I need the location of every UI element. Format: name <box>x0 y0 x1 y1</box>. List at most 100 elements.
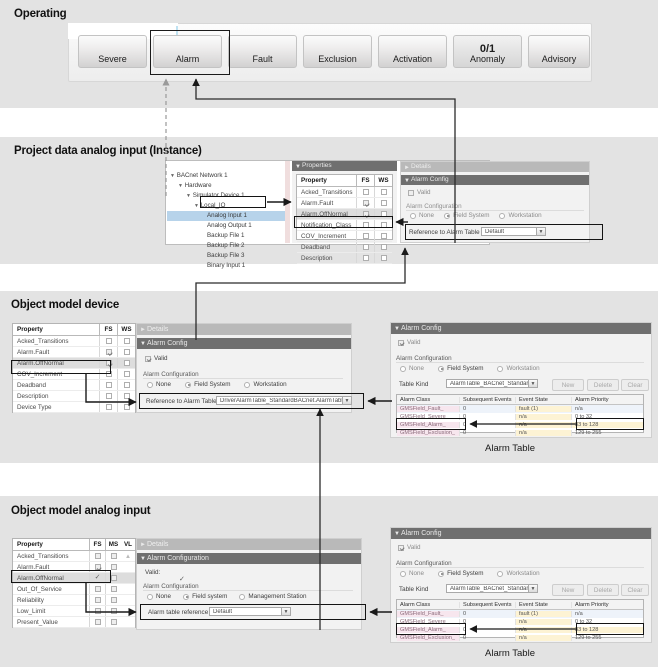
ms-checkbox[interactable] <box>105 595 121 605</box>
table-row-alarm-offnormal[interactable]: Alarm.OffNormal✓ <box>13 573 135 584</box>
ws-checkbox[interactable] <box>117 347 135 357</box>
chevron-down-icon[interactable]: ▼ <box>342 397 351 404</box>
radio-none[interactable]: None <box>147 593 171 600</box>
table-row-highlighted[interactable]: GMSField_Alarm_ 0 n/a 33 to 128 <box>397 421 643 429</box>
table-row[interactable]: Device Type <box>13 402 135 413</box>
operating-button-fault[interactable]: Fault <box>228 35 297 68</box>
device-alarmconfig-header[interactable]: ▼ Alarm Config <box>137 338 351 349</box>
expander-icon[interactable]: ▼ <box>170 173 175 179</box>
ms-checkbox[interactable] <box>105 551 121 561</box>
valid-checkbox[interactable] <box>398 339 404 346</box>
operating-button-exclusion[interactable]: Exclusion <box>303 35 372 68</box>
table-row[interactable]: Reliability <box>13 595 135 606</box>
device-table-options[interactable]: None Field System Workstation <box>400 365 540 372</box>
table-row[interactable]: COV_Increment <box>297 231 392 242</box>
chevron-down-icon[interactable]: ▼ <box>536 228 545 235</box>
analog-details-header[interactable]: ► Details <box>137 539 361 550</box>
fs-checkbox[interactable]: ✓ <box>89 573 105 583</box>
fs-checkbox[interactable] <box>89 606 105 616</box>
analog-properties-table[interactable]: Property FS MS VL Acked_Transitions▲ Ala… <box>12 538 136 628</box>
ws-checkbox[interactable] <box>374 242 392 252</box>
table-row[interactable]: GMSField_Severe_ 0 n/a 0 to 32 <box>397 413 643 421</box>
fs-checkbox[interactable] <box>356 242 374 252</box>
radio-field-system[interactable]: Field System <box>438 365 483 372</box>
device-table-kind-combo[interactable]: AlarmTable_BACnet_Standard ▼ <box>446 379 538 388</box>
analog-alarmconfig-header[interactable]: ▼ Alarm Configuration <box>137 553 361 564</box>
collapse-icon[interactable]: ▼ <box>295 163 301 170</box>
ms-checkbox[interactable] <box>105 573 121 583</box>
device-new-button[interactable]: New <box>552 379 584 391</box>
table-row[interactable]: Alarm.Fault <box>13 347 135 358</box>
ws-checkbox[interactable] <box>374 187 392 197</box>
instance-valid-row[interactable]: Valid <box>408 189 431 196</box>
collapse-icon[interactable]: ▼ <box>140 340 146 347</box>
expander-icon[interactable]: ▼ <box>178 183 183 189</box>
radio-field-system[interactable]: Field System <box>444 212 489 219</box>
fs-checkbox[interactable] <box>89 551 105 561</box>
table-row[interactable]: GMSField_Fault_ 0 fault (1) n/a <box>397 610 643 618</box>
device-reference-combo[interactable]: DriverAlarmTable_StandardBACnet.AlarmTab… <box>216 396 352 405</box>
tree-node-hardware[interactable]: ▼ Hardware <box>167 181 285 191</box>
radio-none[interactable]: None <box>400 570 424 577</box>
valid-checkbox[interactable] <box>398 544 404 551</box>
expander-icon[interactable]: ► <box>140 326 146 333</box>
analog-new-button[interactable]: New <box>552 584 584 596</box>
operating-button-severe[interactable]: Severe <box>78 35 147 68</box>
valid-checkbox[interactable] <box>408 189 414 196</box>
operating-button-anomaly[interactable]: 0/1 Anomaly <box>453 35 522 68</box>
tree-node-backup-file-3[interactable]: Backup File 3 <box>167 251 285 261</box>
ws-checkbox[interactable] <box>374 198 392 208</box>
table-row[interactable]: Alarm.Fault <box>13 562 135 573</box>
ms-checkbox[interactable] <box>105 606 121 616</box>
analog-table-options[interactable]: None Field System Workstation <box>400 570 540 577</box>
device-table-valid-row[interactable]: Valid <box>398 339 421 346</box>
fs-checkbox[interactable] <box>99 347 117 357</box>
radio-field-system[interactable]: Field System <box>438 570 483 577</box>
table-row[interactable]: GMSField_Fault_ 0 fault (1) n/a <box>397 405 643 413</box>
fs-checkbox[interactable] <box>99 402 117 412</box>
table-row[interactable]: GMSField_Severe_ 0 n/a 0 to 32 <box>397 618 643 626</box>
fs-checkbox[interactable] <box>99 391 117 401</box>
table-row[interactable]: Present_Value <box>13 617 135 628</box>
expander-icon[interactable]: ▼ <box>186 193 191 199</box>
ws-checkbox[interactable] <box>374 253 392 263</box>
fs-checkbox[interactable] <box>99 380 117 390</box>
table-row[interactable]: Description <box>297 253 392 264</box>
fs-checkbox[interactable] <box>99 336 117 346</box>
instance-reference-combo[interactable]: Default ▼ <box>481 227 546 236</box>
valid-checkbox[interactable] <box>145 355 151 362</box>
ws-checkbox[interactable] <box>374 231 392 241</box>
radio-field-system[interactable]: Field system <box>183 593 227 600</box>
radio-none[interactable]: None <box>147 381 171 388</box>
chevron-down-icon[interactable]: ▼ <box>528 585 537 592</box>
tree-node-backup-file-2[interactable]: Backup File 2 <box>167 241 285 251</box>
analog-reference-combo[interactable]: Default ▼ <box>209 607 291 616</box>
collapse-icon[interactable]: ▼ <box>394 530 400 537</box>
fs-checkbox[interactable] <box>356 253 374 263</box>
fs-checkbox[interactable] <box>356 198 374 208</box>
table-row[interactable]: GMSField_Exclusion_ 0 n/a 129 to 255 <box>397 634 643 642</box>
ws-checkbox[interactable] <box>117 380 135 390</box>
device-delete-button[interactable]: Delete <box>587 379 619 391</box>
collapse-icon[interactable]: ▼ <box>394 325 400 332</box>
table-row[interactable]: Acked_Transitions <box>297 187 392 198</box>
table-row[interactable]: Acked_Transitions <box>13 336 135 347</box>
table-row[interactable]: GMSField_Exclusion_ 0 n/a 129 to 255 <box>397 429 643 437</box>
ws-checkbox[interactable] <box>117 402 135 412</box>
ws-checkbox[interactable] <box>117 336 135 346</box>
radio-workstation[interactable]: Workstation <box>497 570 540 577</box>
analog-valid-checkbox[interactable]: ✓ <box>179 576 185 583</box>
analog-alarm-config-options[interactable]: None Field system Management Station <box>147 593 307 600</box>
analog-table-kind-combo[interactable]: AlarmTable_BACnet_Standard ▼ <box>446 584 538 593</box>
device-alarm-table-grid[interactable]: Alarm Class Subsequent Events Event Stat… <box>396 394 644 436</box>
radio-workstation[interactable]: Workstation <box>497 365 540 372</box>
analog-delete-button[interactable]: Delete <box>587 584 619 596</box>
tree-node-analog-input-1[interactable]: Analog Input 1 <box>167 211 285 221</box>
fs-checkbox[interactable] <box>356 231 374 241</box>
table-row-highlighted[interactable]: GMSField_Alarm_ 0 n/a 33 to 128 <box>397 626 643 634</box>
expander-icon[interactable]: ► <box>404 164 410 171</box>
radio-none[interactable]: None <box>410 212 434 219</box>
device-clear-button[interactable]: Clear <box>621 379 649 391</box>
fs-checkbox[interactable] <box>89 562 105 572</box>
analog-alarmtable-header[interactable]: ▼ Alarm Config <box>391 528 651 539</box>
